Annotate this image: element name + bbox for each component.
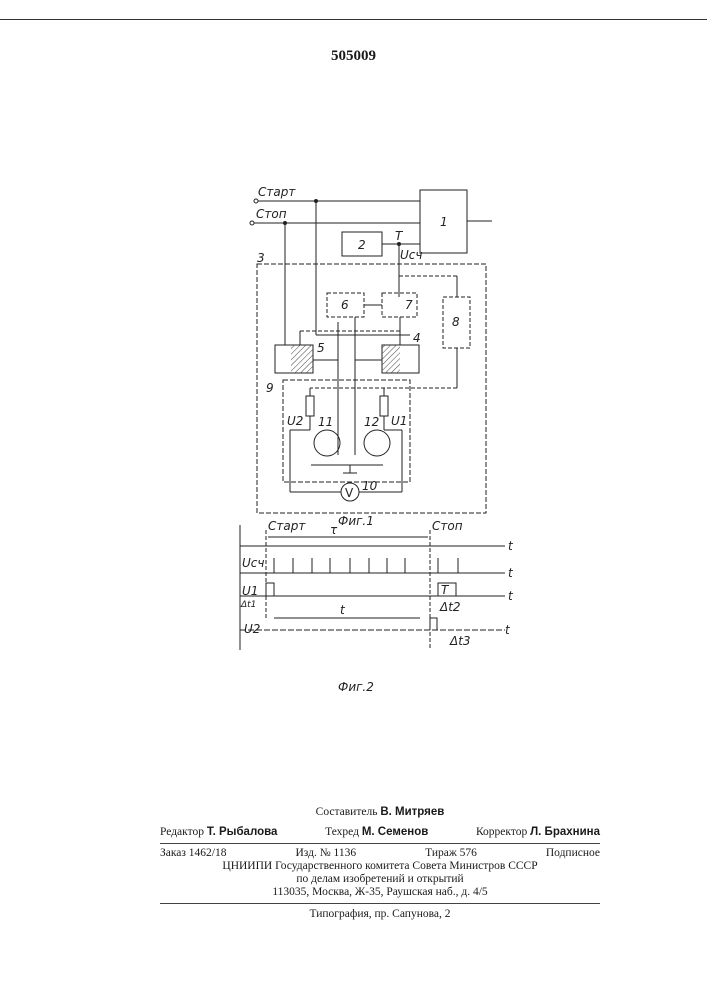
techred: Техред М. Семенов <box>325 826 428 838</box>
resistor-right <box>380 396 388 416</box>
figure-2-caption: Фиг.2 <box>338 680 374 694</box>
u1-label: U1 <box>391 414 407 428</box>
block-8-label: 8 <box>452 315 460 329</box>
dt1-label: Δt1 <box>240 600 256 610</box>
stop-label: Стоп <box>256 207 287 221</box>
block-10-label: 10 <box>362 479 378 493</box>
fig2-stop-label: Стоп <box>432 519 463 533</box>
corrector-name: Л. Брахнина <box>530 826 600 838</box>
block-4-label: 4 <box>413 331 421 345</box>
u2-row-label: U2 <box>244 622 260 636</box>
editor: Редактор Т. Рыбалова <box>160 826 277 838</box>
divider <box>160 843 600 844</box>
corrector-label: Корректор <box>476 826 527 838</box>
dt3-label: Δt3 <box>449 634 471 648</box>
u-sch-label: Uсч <box>400 248 422 262</box>
tau-label: τ <box>330 523 338 537</box>
t-axis-label-1: t <box>508 539 514 553</box>
compiler-line: Составитель В. Митряев <box>160 806 600 818</box>
address: 113035, Москва, Ж-35, Раушская наб., д. … <box>160 886 600 898</box>
block-7-label: 7 <box>405 298 413 312</box>
voltmeter-label: V <box>345 486 354 500</box>
block-9-label: 9 <box>266 381 274 395</box>
editor-label: Редактор <box>160 826 204 838</box>
org-line-1: ЦНИИПИ Государственного комитета Совета … <box>160 860 600 872</box>
staff-row: Редактор Т. Рыбалова Техред М. Семенов К… <box>160 826 600 838</box>
org-line-2: по делам изобретений и открытий <box>160 873 600 885</box>
fig2-t-pulse-label: T <box>441 583 450 597</box>
corrector: Корректор Л. Брахнина <box>476 826 600 838</box>
block-5-label: 5 <box>317 341 325 355</box>
edition: Изд. № 1136 <box>295 847 356 859</box>
divider-2 <box>160 903 600 904</box>
order: Заказ 1462/18 <box>160 847 227 859</box>
u-sch-row-label: Uсч <box>242 556 264 570</box>
block-1-label: 1 <box>440 215 448 229</box>
dt2-label: Δt2 <box>439 600 461 614</box>
block-3-label: 3 <box>257 251 265 265</box>
transistor-11 <box>314 430 340 456</box>
block-6-label: 6 <box>341 298 349 312</box>
block-11-label: 11 <box>318 415 333 429</box>
t-interval-label: t <box>340 603 346 617</box>
subscription: Подписное <box>546 847 600 859</box>
compiler-name: В. Митряев <box>380 806 444 818</box>
figure-1-caption: Фиг.1 <box>338 514 374 528</box>
t-label: T <box>395 229 404 243</box>
circulation: Тираж 576 <box>425 847 477 859</box>
techred-label: Техред <box>325 826 359 838</box>
printer: Типография, пр. Сапунова, 2 <box>160 908 600 920</box>
fig2-start-label: Старт <box>268 519 306 533</box>
u1-row-label: U1 <box>242 584 258 598</box>
figure-2-timing: τ Старт Стоп t Uсч t T U1 t Δt1 t Δt2 U2… <box>240 519 514 694</box>
t-axis-label-4: t <box>505 623 511 637</box>
t-axis-label-3: t <box>508 589 514 603</box>
u2-label: U2 <box>287 414 303 428</box>
transistor-12 <box>364 430 390 456</box>
techred-name: М. Семенов <box>362 826 428 838</box>
publication-row: Заказ 1462/18 Изд. № 1136 Тираж 576 Подп… <box>160 847 600 859</box>
compiler-label: Составитель <box>316 806 378 818</box>
start-label: Старт <box>258 185 296 199</box>
t-axis-label-2: t <box>508 566 514 580</box>
block-2-label: 2 <box>358 238 366 252</box>
resistor-left <box>306 396 314 416</box>
block-9 <box>283 380 410 482</box>
block-12-label: 12 <box>364 415 379 429</box>
editor-name: Т. Рыбалова <box>207 826 278 838</box>
